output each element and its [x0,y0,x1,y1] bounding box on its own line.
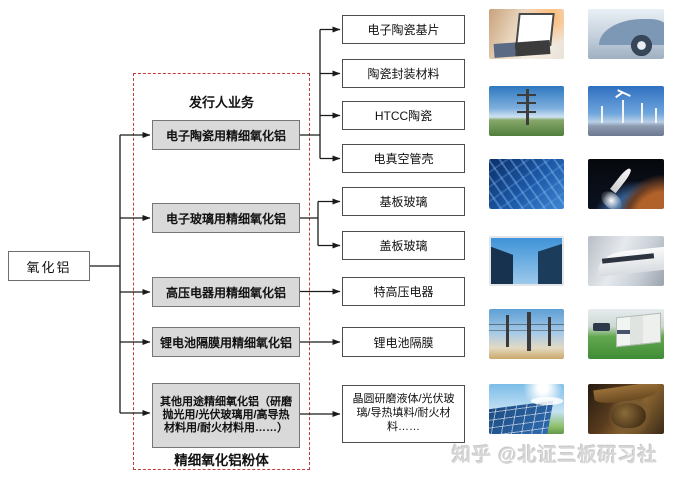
led-display-photo [489,236,564,286]
high-speed-train-photo [588,236,664,286]
application-box-uhv-apparatus: 特高压电器 [342,277,465,306]
signal-tower-photo [489,86,564,136]
zhihu-watermark: 知乎 @北证三板研习社 [452,445,658,466]
application-box-vacuum-tube-shell: 电真空管壳 [342,144,465,173]
application-box-htcc-ceramics: HTCC陶瓷 [342,101,465,130]
laptop-office-photo [489,9,564,59]
application-box-ceramic-packaging: 陶瓷封装材料 [342,59,465,88]
application-box-battery-separator: 锂电池隔膜 [342,327,465,357]
fine-alumina-powder-label: 精细氧化铝粉体 [174,453,269,468]
industrial-machinery-photo [588,384,664,434]
power-pylons-photo [489,309,564,359]
energy-storage-photo [588,309,664,359]
business-box-high-voltage: 高压电器用精细氧化铝 [152,277,300,307]
circuit-board-photo [489,159,564,209]
issuer-business-dashed-frame [133,73,310,470]
application-box-wafer-slurry-etc: 晶圆研磨液体/光伏玻璃/导热填料/耐火材料…… [342,385,465,443]
business-box-other-uses: 其他用途精细氧化铝（研磨抛光用/光伏玻璃用/高导热材料用/耐火材料用……） [152,383,300,448]
business-box-electronic-glass: 电子玻璃用精细氧化铝 [152,203,300,233]
application-box-cover-glass: 盖板玻璃 [342,231,465,260]
issuer-business-title: 发行人业务 [188,95,254,110]
alumina-source-box: 氧化铝 [8,251,90,281]
application-box-ceramic-substrate: 电子陶瓷基片 [342,15,465,44]
solar-panels-photo [489,384,564,434]
business-box-electronic-ceramics: 电子陶瓷用精细氧化铝 [152,120,300,150]
business-box-battery-separator: 锂电池隔膜用精细氧化铝 [152,327,300,357]
rocket-launch-photo [588,159,664,209]
application-box-substrate-glass: 基板玻璃 [342,187,465,216]
wind-turbines-photo [588,86,664,136]
digital-car-photo [588,9,664,59]
